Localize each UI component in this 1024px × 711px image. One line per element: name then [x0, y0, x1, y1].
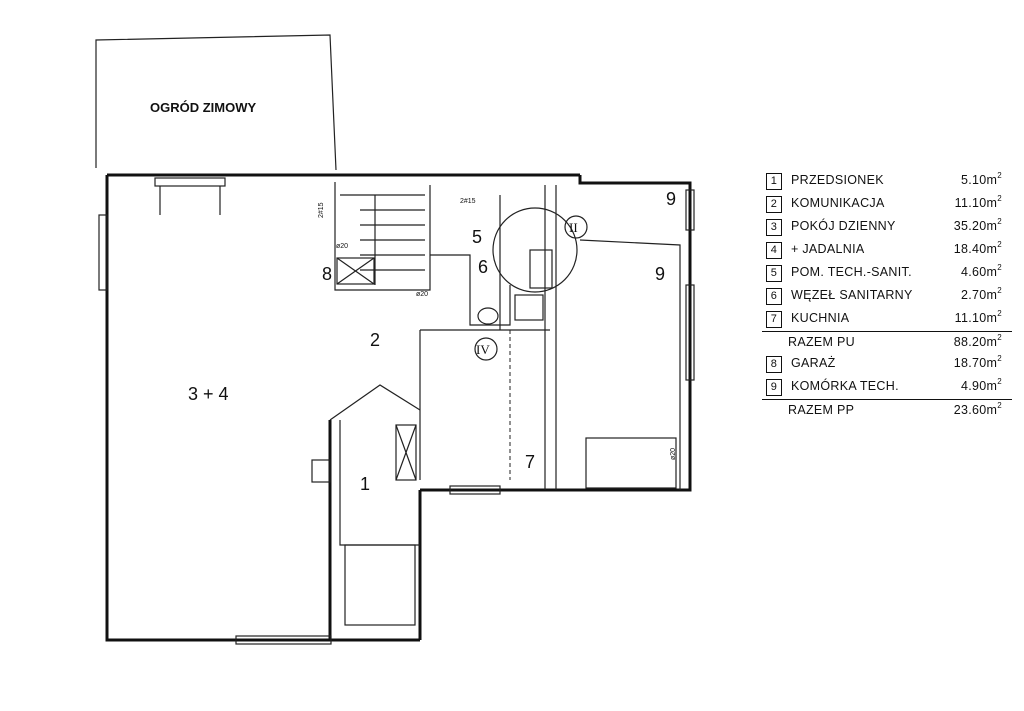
legend-row: 8 GARAŻ 18.70m2: [762, 353, 1012, 376]
room-number-box: 5: [766, 265, 782, 282]
legend-row: 6 WĘZEŁ SANITARNY 2.70m2: [762, 285, 1012, 308]
mark-c: ø20: [336, 243, 348, 250]
sum-pu-area: 88.20m2: [953, 333, 1002, 349]
legend-row: 9 KOMÓRKA TECH. 4.90m2: [762, 376, 1012, 399]
room-name: + JADALNIA: [791, 242, 865, 256]
mark-d: ø20: [416, 291, 428, 298]
room-area: 4.60m2: [961, 263, 1002, 279]
room-number-box: 4: [766, 242, 782, 259]
room-number-box: 3: [766, 219, 782, 236]
sanitary-detail: [477, 207, 578, 325]
room-area: 4.90m2: [961, 377, 1002, 393]
legend-row: 2 KOMUNIKACJA 11.10m2: [762, 193, 1012, 216]
marker-ii-circle: [564, 215, 588, 239]
legend-row: 5 POM. TECH.-SANIT. 4.60m2: [762, 262, 1012, 285]
room-area: 35.20m2: [953, 217, 1002, 233]
windows: [98, 177, 695, 645]
room-area: 18.70m2: [953, 354, 1002, 370]
room-label-9a: 9: [666, 189, 676, 209]
room-number-box: 8: [766, 356, 782, 373]
outer-walls: [105, 173, 692, 642]
room-label-1: 1: [360, 474, 370, 494]
room-area: 2.70m2: [961, 286, 1002, 302]
inner-walls: [311, 182, 681, 626]
room-label-8: 8: [322, 264, 332, 284]
sum-pp-row: RAZEM PP 23.60m2: [762, 399, 1012, 421]
marker-iv-circle: [474, 337, 498, 361]
room-name: POKÓJ DZIENNY: [791, 219, 896, 233]
winter-garden-label: OGRÓD ZIMOWY: [150, 100, 256, 115]
legend-row: 4 + JADALNIA 18.40m2: [762, 239, 1012, 262]
sum-pu-label: RAZEM PU: [788, 335, 855, 349]
room-number-box: 6: [766, 288, 782, 305]
room-label-7: 7: [525, 452, 535, 472]
room-name: GARAŻ: [791, 356, 836, 370]
room-label-2: 2: [370, 330, 380, 350]
room-name: KOMÓRKA TECH.: [791, 379, 899, 393]
legend-row: 7 KUCHNIA 11.10m2: [762, 308, 1012, 331]
sum-pp-label: RAZEM PP: [788, 403, 855, 417]
room-label-3-4: 3 + 4: [188, 384, 229, 404]
sum-pp-area: 23.60m2: [953, 401, 1002, 417]
sum-pu-row: RAZEM PU 88.20m2: [762, 331, 1012, 353]
legend-row: 1 PRZEDSIONEK 5.10m2: [762, 170, 1012, 193]
room-name: PRZEDSIONEK: [791, 173, 884, 187]
room-label-9b: 9: [655, 264, 665, 284]
room-name: WĘZEŁ SANITARNY: [791, 288, 913, 302]
room-number-box: 1: [766, 173, 782, 190]
room-name: POM. TECH.-SANIT.: [791, 265, 912, 279]
room-number-box: 7: [766, 311, 782, 328]
mark-e: ø20: [670, 448, 677, 460]
room-number-box: 9: [766, 379, 782, 396]
mark-a: 2#15: [318, 202, 325, 218]
room-label-6: 6: [478, 257, 488, 277]
winter-garden: OGRÓD ZIMOWY: [95, 34, 337, 171]
room-area: 18.40m2: [953, 240, 1002, 256]
room-number-box: 2: [766, 196, 782, 213]
legend-row: 3 POKÓJ DZIENNY 35.20m2: [762, 216, 1012, 239]
room-name: KUCHNIA: [791, 311, 850, 325]
marker-iv: IV: [476, 342, 490, 357]
room-area: 11.10m2: [954, 309, 1002, 325]
room-name: KOMUNIKACJA: [791, 196, 885, 210]
room-area: 5.10m2: [961, 171, 1002, 187]
marker-ii: II: [569, 220, 578, 235]
mark-b: 2#15: [460, 198, 476, 205]
room-label-5: 5: [472, 227, 482, 247]
room-area: 11.10m2: [954, 194, 1002, 210]
